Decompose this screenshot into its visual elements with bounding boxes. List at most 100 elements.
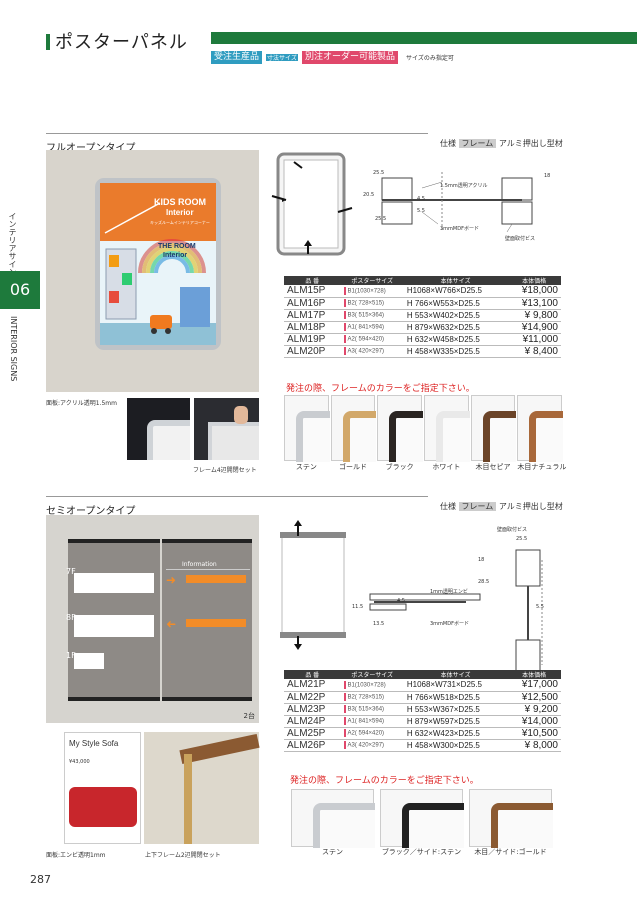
- spec-highlight: フレーム: [458, 139, 497, 148]
- cell-poster-text: B2( 728×515): [347, 694, 385, 701]
- color-swatch: [470, 395, 517, 462]
- cell-body: H 553×W367×D25.5: [403, 703, 508, 716]
- cell-body: H 632×W423×D25.5: [403, 727, 508, 740]
- header-body-size: 本体サイズ: [403, 670, 508, 679]
- color-swatch: [284, 395, 330, 462]
- row-marker: [343, 347, 346, 355]
- note-screw-2: 壁面取付ビス: [497, 527, 528, 533]
- header-price: 本体価格: [507, 670, 561, 679]
- spec-suffix: アルミ押出し型材: [498, 502, 563, 511]
- cell-body: H 879×W597×D25.5: [403, 715, 508, 728]
- cell-price: ¥ 9,200: [507, 703, 561, 716]
- poster-top-band: [100, 183, 216, 241]
- cell-body: H 766×W553×D25.5: [403, 297, 508, 310]
- spec-highlight: フレーム: [458, 502, 497, 511]
- side-label-jp: インテリアサイン: [8, 212, 17, 276]
- corner-detail-photo: [127, 398, 190, 460]
- caption-face-acrylic: 面板:アクリル透明1.5mm: [46, 400, 117, 407]
- open-frame: [208, 422, 259, 460]
- row-marker: [343, 323, 346, 331]
- cell-poster: A3( 420×297): [340, 345, 404, 358]
- side-label-en: INTERIOR SIGNS: [9, 316, 18, 382]
- dim-4: 4.5: [417, 196, 425, 202]
- row-marker: [343, 680, 346, 689]
- row-marker: [343, 729, 346, 737]
- dim2-3: 28.5: [478, 579, 490, 585]
- floor-1-label: 1F: [66, 651, 76, 660]
- row-marker: [343, 717, 346, 725]
- cell-poster-text: A1( 841×594): [347, 718, 385, 725]
- cell-model: ALM17P: [284, 309, 341, 322]
- poster-small-text: キッズルームインテリアコーナー: [150, 220, 210, 225]
- poster: KIDS ROOM Interior キッズルームインテリアコーナー: [100, 183, 216, 345]
- cell-model: ALM23P: [284, 703, 341, 716]
- row-marker: [343, 705, 346, 713]
- color-label: ホワイト: [432, 463, 461, 471]
- frame-corner: [389, 410, 423, 462]
- row-marker: [343, 741, 346, 749]
- frame-corner: [312, 802, 375, 848]
- section2-title: セミオープンタイプ: [46, 506, 136, 517]
- row-marker: [343, 335, 346, 343]
- frame-corner: [482, 410, 517, 462]
- color-label: ブラック: [385, 463, 414, 471]
- cell-price: ¥18,000: [507, 285, 561, 298]
- chapter-number: 06: [0, 271, 40, 309]
- note-pvc: 1mm透明エンビ: [430, 589, 468, 595]
- dim2-6: 11.5: [352, 604, 364, 610]
- color-swatch: [424, 395, 470, 462]
- cell-model: ALM26P: [284, 739, 341, 752]
- frame-open-photo: [194, 398, 259, 460]
- sofa-poster-photo: My Style Sofa ¥43,000: [64, 732, 141, 844]
- floor-7-strip: [74, 573, 154, 593]
- cell-poster: A3( 420×297): [340, 739, 404, 752]
- cell-poster: B3( 515×364): [340, 309, 404, 322]
- full-open-photo: KIDS ROOM Interior キッズルームインテリアコーナー: [46, 150, 259, 392]
- poster-subtitle-2: Interior: [163, 252, 188, 259]
- custom-order-badge: 別注オーダー可能製品: [302, 51, 399, 64]
- row-marker: [343, 299, 346, 307]
- cell-price: ¥17,000: [507, 679, 561, 692]
- caption-frame-2side: 上下フレーム2辺開閉セット: [145, 852, 221, 859]
- dim-6: 20.5: [363, 192, 375, 198]
- dim-1: 25.5: [373, 170, 385, 176]
- full-open-frame-drawing: [271, 152, 353, 256]
- dim-5: 5.5: [417, 208, 425, 214]
- info-arrow-1: ➜: [166, 573, 177, 587]
- made-to-order-badge: 受注生産品: [211, 51, 263, 64]
- dim-2: 25.5: [375, 216, 387, 222]
- header-band: [211, 32, 637, 44]
- spec-prefix: 仕様: [440, 502, 456, 511]
- info-arrow-2: ➜: [166, 617, 177, 631]
- color-swatch: [517, 395, 563, 462]
- semi-open-frame-drawing: [280, 520, 346, 650]
- cell-poster: B3( 515×364): [340, 703, 404, 716]
- color-swatch: [469, 789, 553, 848]
- page-number: 287: [30, 873, 51, 886]
- sofa-title: My Style Sofa: [69, 739, 119, 748]
- cell-poster-text: A3( 420×297): [347, 742, 385, 749]
- cell-model: ALM19P: [284, 333, 341, 346]
- dim2-7: 13.5: [373, 621, 385, 627]
- frame-corner: [529, 410, 563, 462]
- cell-model: ALM22P: [284, 691, 341, 704]
- section1-rule: [46, 133, 428, 134]
- size-spec-badge: 寸法サイズ: [265, 53, 299, 62]
- spec-prefix: 仕様: [440, 139, 456, 148]
- row-marker: [343, 311, 346, 319]
- color-swatch: [291, 789, 375, 848]
- cell-body: H 879×W632×D25.5: [403, 321, 508, 334]
- frame-corner: [490, 802, 553, 848]
- cell-model: ALM25P: [284, 727, 341, 740]
- cell-price: ¥14,900: [507, 321, 561, 334]
- info-orange-bar-1: [186, 575, 246, 583]
- frame-corner: [296, 410, 330, 462]
- sofa-price: ¥43,000: [69, 759, 90, 765]
